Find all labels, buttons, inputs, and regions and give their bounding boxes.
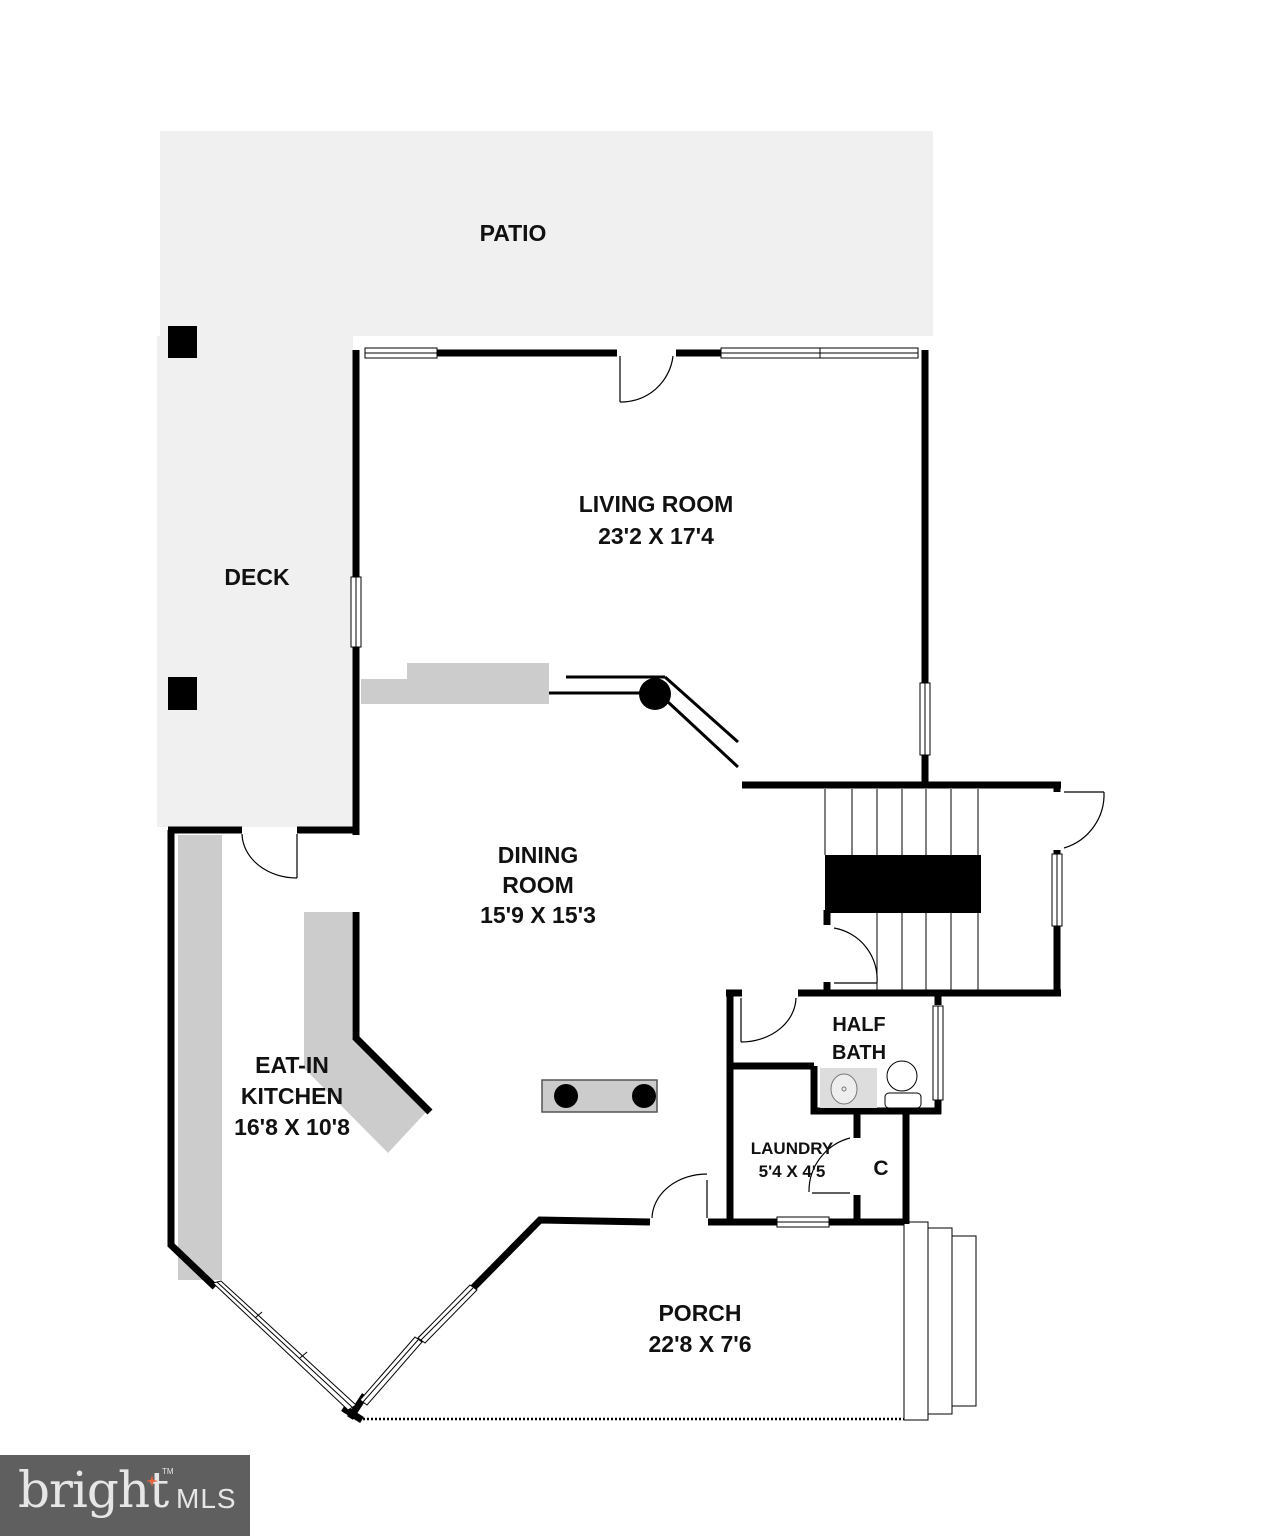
side-entry-door[interactable] [1063, 791, 1105, 849]
porch-label: PORCH [658, 1300, 741, 1326]
deck-post [168, 326, 197, 358]
kitchen-label-2: KITCHEN [241, 1083, 343, 1109]
stair-landing [825, 855, 981, 913]
porch-dimensions: 22'8 X 7'6 [648, 1331, 751, 1357]
laundry-dimensions: 5'4 X 4'5 [759, 1162, 826, 1181]
closet-label: C [873, 1157, 888, 1180]
window [1051, 853, 1063, 927]
kitchen-deck-door[interactable] [241, 833, 298, 879]
kitchen-dimensions: 16'8 X 10'8 [234, 1114, 350, 1140]
island-stool [632, 1084, 656, 1108]
living-room-label: LIVING ROOM [579, 491, 734, 517]
half-bath-label-2: BATH [832, 1042, 886, 1064]
deck-label: DECK [224, 564, 290, 590]
porch-steps [903, 1221, 977, 1421]
island-stool [554, 1084, 578, 1108]
stair-railing [549, 675, 740, 769]
living-room-walls [352, 349, 929, 835]
patio-label: PATIO [480, 220, 547, 246]
window [776, 1005, 944, 1228]
living-room-door[interactable] [619, 355, 674, 403]
deck-post [168, 677, 197, 710]
bath-laundry-walls [726, 989, 942, 1224]
support-column [639, 678, 671, 710]
brand-suffix: MLS [176, 1483, 237, 1514]
spark-icon [146, 1475, 158, 1487]
bright-mls-watermark: bright TM MLS [0, 1455, 250, 1536]
dining-room-dimensions: 15'9 X 15'3 [480, 902, 596, 928]
kitchen-counter-left [178, 835, 222, 1280]
dining-room-label: DINING [498, 842, 579, 868]
kitchen-label: EAT-IN [255, 1052, 329, 1078]
bay-window [211, 1280, 478, 1411]
deck-area [157, 336, 353, 827]
brand-wordmark: bright [18, 1461, 169, 1519]
laundry-label: LAUNDRY [751, 1139, 834, 1158]
trademark: TM [162, 1467, 174, 1476]
closet-door[interactable] [808, 1137, 851, 1194]
toilet-icon [884, 1060, 922, 1109]
sink-drain [841, 1086, 847, 1092]
half-bath-door[interactable] [740, 997, 797, 1043]
living-room-dimensions: 23'2 X 17'4 [598, 523, 714, 549]
kitchen-counter-peninsula [304, 912, 428, 1153]
fireplace-hearth [361, 663, 549, 704]
half-bath-label: HALF [832, 1014, 885, 1036]
window [350, 347, 931, 756]
porch-door[interactable] [651, 1173, 708, 1219]
stair-hall-walls [742, 781, 1061, 997]
stair-closet-door[interactable] [833, 927, 878, 984]
sink-icon [830, 1073, 858, 1105]
patio-area [160, 131, 933, 336]
dining-room-label-2: ROOM [502, 872, 574, 898]
